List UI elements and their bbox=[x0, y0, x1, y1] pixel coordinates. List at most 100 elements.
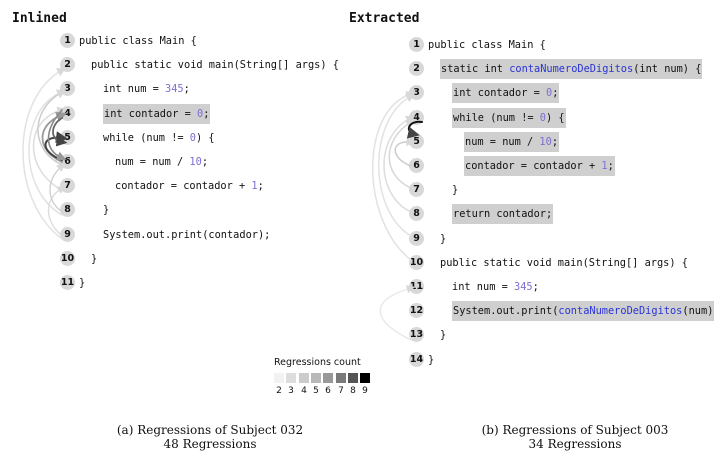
legend-label: 8 bbox=[350, 386, 356, 396]
code-token: } bbox=[440, 329, 447, 341]
legend-label: 6 bbox=[325, 386, 331, 396]
legend-swatch bbox=[299, 373, 309, 383]
caption-b-line2: 34 Regressions bbox=[528, 437, 622, 451]
regression-arc bbox=[388, 119, 415, 189]
code-token: System.out.print(contador); bbox=[103, 229, 271, 241]
code-token: public class Main { bbox=[79, 35, 197, 47]
regression-arc bbox=[28, 89, 67, 216]
code-token: ; bbox=[203, 108, 210, 120]
code-text: public static void main(String[] args) { bbox=[440, 253, 688, 273]
code-text: } bbox=[103, 200, 109, 220]
legend-swatch bbox=[360, 373, 370, 383]
code-token: ) { bbox=[196, 132, 215, 144]
code-text: num = num / 10; bbox=[115, 152, 208, 172]
code-token: ; bbox=[551, 136, 559, 148]
code-text: while (num != 0) { bbox=[103, 128, 215, 148]
line-number-badge: 8 bbox=[409, 206, 424, 221]
code-text: public class Main { bbox=[428, 35, 546, 55]
line-number-badge: 9 bbox=[409, 231, 424, 246]
code-text: int num = 345; bbox=[452, 277, 539, 297]
code-token: while (num != bbox=[103, 132, 190, 144]
line-number-badge: 14 bbox=[409, 352, 424, 367]
caption-b-line1: (b) Regressions of Subject 003 bbox=[481, 423, 669, 437]
legend-title: Regressions count bbox=[274, 357, 361, 368]
code-token: contador = contador + bbox=[465, 160, 602, 172]
line-number-badge: 10 bbox=[409, 255, 424, 270]
regression-arc bbox=[47, 185, 66, 237]
code-token: num = num / bbox=[465, 136, 540, 148]
legend-label: 4 bbox=[301, 386, 307, 396]
legend-swatch bbox=[311, 373, 321, 383]
legend-swatch bbox=[348, 373, 358, 383]
legend-swatch bbox=[274, 373, 284, 383]
code-text-highlighted: while (num != 0) { bbox=[452, 108, 566, 128]
code-token: public static void main(String[] args) { bbox=[440, 257, 688, 269]
code-token: ; bbox=[532, 281, 539, 293]
regression-arc bbox=[379, 285, 416, 341]
code-text-highlighted: int contador = 0; bbox=[103, 104, 211, 124]
number-literal-token: 0 bbox=[546, 87, 553, 99]
code-text: contador = contador + 1; bbox=[115, 176, 264, 196]
line-number-badge: 10 bbox=[60, 251, 75, 266]
code-token: static int bbox=[441, 63, 510, 75]
code-token: ; bbox=[183, 83, 190, 95]
left-panel-title: Inlined bbox=[12, 11, 67, 26]
code-token: int contador = bbox=[104, 108, 197, 120]
number-literal-token: 0 bbox=[539, 112, 546, 124]
code-token: int num = bbox=[103, 83, 165, 95]
code-token: contador = contador + bbox=[115, 180, 252, 192]
line-number-badge: 8 bbox=[60, 202, 75, 217]
legend-swatch bbox=[336, 373, 346, 383]
regression-arc bbox=[52, 117, 68, 147]
code-token: } bbox=[428, 354, 435, 366]
code-token: num = num / bbox=[115, 156, 190, 168]
code-token: public static void main(String[] args) { bbox=[91, 59, 339, 71]
caption-b: (b) Regressions of Subject 003 34 Regres… bbox=[475, 423, 675, 451]
regression-arc bbox=[49, 163, 66, 213]
legend-label: 5 bbox=[313, 386, 319, 396]
code-text-highlighted: contador = contador + 1; bbox=[464, 156, 615, 176]
code-token: public class Main { bbox=[428, 39, 546, 51]
code-text-highlighted: return contador; bbox=[452, 204, 554, 224]
regression-arc bbox=[372, 91, 416, 261]
legend-swatch bbox=[286, 373, 296, 383]
code-token: (num)); bbox=[682, 305, 714, 317]
number-literal-token: 0 bbox=[189, 132, 196, 144]
code-token: ; bbox=[607, 160, 614, 172]
regression-arc bbox=[394, 137, 416, 167]
code-token: ; bbox=[201, 156, 209, 168]
code-token: } bbox=[79, 277, 86, 289]
line-number-badge: 9 bbox=[60, 227, 75, 242]
code-token: (int num) { bbox=[633, 63, 702, 75]
code-text: int num = 345; bbox=[103, 79, 190, 99]
line-number-badge: 11 bbox=[60, 275, 75, 290]
code-text: public class Main { bbox=[79, 31, 197, 51]
code-text: } bbox=[428, 350, 434, 370]
code-token: } bbox=[103, 204, 110, 216]
code-token: System.out.print( bbox=[453, 305, 559, 317]
number-literal-token: 10 bbox=[539, 136, 552, 148]
line-number-badge: 13 bbox=[409, 327, 424, 342]
line-number-badge: 2 bbox=[409, 61, 424, 76]
code-token: while (num != bbox=[453, 112, 540, 124]
legend-label: 9 bbox=[362, 386, 368, 396]
number-literal-token: 1 bbox=[251, 180, 258, 192]
regression-arc bbox=[37, 89, 66, 166]
number-literal-token: 345 bbox=[514, 281, 533, 293]
code-token: ; bbox=[257, 180, 264, 192]
code-text-highlighted: num = num / 10; bbox=[464, 132, 560, 152]
line-number-badge: 12 bbox=[409, 303, 424, 318]
code-text: } bbox=[440, 229, 446, 249]
regression-arc bbox=[383, 115, 416, 213]
code-token: int num = bbox=[452, 281, 514, 293]
number-literal-token: 345 bbox=[165, 83, 184, 95]
caption-a: (a) Regressions of Subject 032 48 Regres… bbox=[110, 423, 310, 451]
line-number-badge: 1 bbox=[409, 37, 424, 52]
number-literal-token: 10 bbox=[189, 156, 202, 168]
code-token: int contador = bbox=[453, 87, 546, 99]
code-text-highlighted: System.out.print(contaNumeroDeDigitos(nu… bbox=[452, 301, 714, 321]
regression-arc bbox=[22, 67, 66, 240]
code-token: } bbox=[452, 184, 459, 196]
code-text-highlighted: static int contaNumeroDeDigitos(int num)… bbox=[440, 59, 703, 79]
